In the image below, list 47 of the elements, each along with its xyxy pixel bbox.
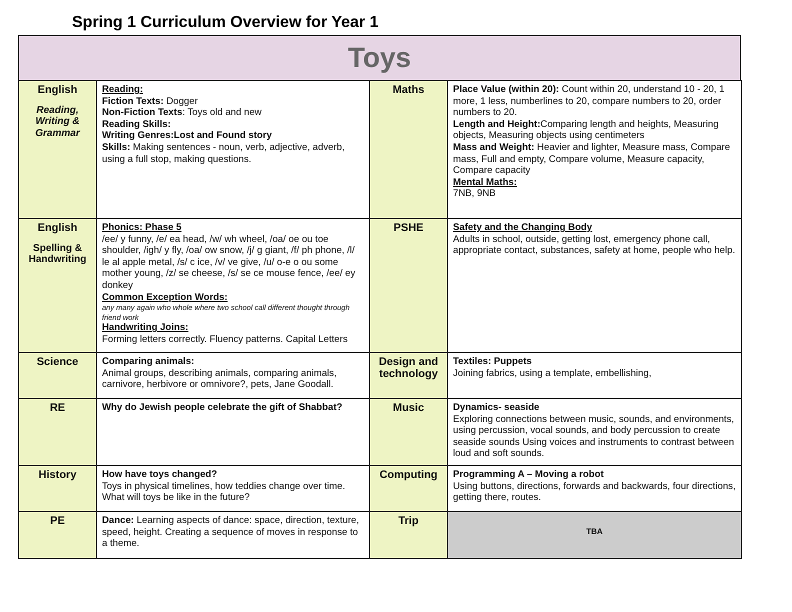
body-text: Using buttons, directions, forwards and backwards, four directions, getting there, routes. xyxy=(453,480,736,504)
section-heading: Programming A – Moving a robot xyxy=(453,469,605,481)
body-text: Animal groups, describing animals, comparing animals, carnivore, herbivore or omnivore?, pets, Jane Goodall. xyxy=(102,368,338,391)
section-heading: Reading: xyxy=(102,84,144,96)
section-heading: Safety and the Changing Body xyxy=(453,222,594,234)
section-heading: Comparing animals: xyxy=(102,356,196,368)
subject-name: PE xyxy=(49,516,66,528)
body-text: Adults in school, outside, getting lost, emergency phone call, appropriate contact, substances, safety at home, people who help. xyxy=(453,234,736,257)
subject-name: RE xyxy=(48,403,66,415)
subject-name: Science xyxy=(36,357,80,369)
body-text: Toys in physical timelines, how teddies change over time. What will toys be like in the future? xyxy=(102,480,346,504)
subject-subtitle: Reading, Writing & Grammar xyxy=(34,104,82,140)
section-heading: Why do Jewish people celebrate the gift of Shabbat? xyxy=(102,402,344,414)
body-text: Skills: Making sentences - noun, verb, adjective, adverb, using a full stop, making questions. xyxy=(102,142,346,166)
body-text: Non-Fiction Texts: Toys old and new xyxy=(102,107,263,119)
section-heading: Reading Skills: xyxy=(102,118,172,130)
body-text: /ee/ y funny, /e/ ea head, /w/ wh wheel, /oa/ oe ou toe shoulder, /igh/ y fly, /oa/ ow snow, /j/ g giant, /f/ ph phone, /l/ le al apple metal, /s/ c ice, /v/ ve give, /u/ o-e o ou some mother young, /z/ se cheese, /s/ se ce mouse fence, /ee/ ey donkey xyxy=(102,234,356,292)
section-heading: Writing Genres:Lost and Found story xyxy=(102,130,273,142)
section-heading: Handwriting Joins: xyxy=(102,322,190,334)
section-heading: Phonics: Phase 5 xyxy=(102,222,182,234)
subject-name: PSHE xyxy=(392,223,424,235)
section-heading: Textiles: Puppets xyxy=(453,356,533,368)
body-text: Fiction Texts: Dogger xyxy=(102,96,199,108)
subject-name: Computing xyxy=(378,470,439,482)
page-title: Spring 1 Curriculum Overview for Year 1 xyxy=(72,14,378,32)
body-text: Joining fabrics, using a template, embellishing, xyxy=(453,368,652,380)
body-text: Dance: Learning aspects of dance: space, direction, texture, speed, height. Creating a sequence of moves in response to a theme. xyxy=(102,515,360,550)
body-text: Forming letters correctly. Fluency patterns. Capital Letters xyxy=(102,334,349,346)
body-text: 7NB, 9NB xyxy=(453,188,497,200)
subject-name: Trip xyxy=(397,516,420,528)
subject-name: English xyxy=(36,223,78,235)
table-heading: Toys xyxy=(346,41,412,75)
subject-name: History xyxy=(38,470,78,482)
subject-subtitle: Spelling & Handwriting xyxy=(28,242,88,266)
subject-name: Maths xyxy=(392,85,426,97)
body-text: Length and Height:Comparing length and heights, Measuring objects, Measuring objects using centimeters xyxy=(453,118,720,142)
subject-name: Music xyxy=(392,403,426,415)
section-heading: How have toys changed? xyxy=(102,469,218,481)
section-heading: Mental Maths: xyxy=(453,176,518,188)
section-heading: Common Exception Words: xyxy=(102,292,229,304)
subject-name: Design and technology xyxy=(378,357,440,380)
body-text: Place Value (within 20): Count within 20, understand 10 - 20, 1 more, 1 less, numberlines to 20, compare numbers to 20, order numbers to 20. xyxy=(453,84,726,119)
body-text: Exploring connections between music, sounds, and environments, using percussion, vocal sounds, and body percussion to create seaside sounds Using voices and instruments to contrast between loud and soft sounds. xyxy=(453,414,736,460)
subject-name: English xyxy=(36,85,78,97)
status-text: TBA xyxy=(585,526,604,538)
section-heading: Dynamics- seaside xyxy=(453,402,540,414)
body-text: Mass and Weight: Heavier and lighter, Measure mass, Compare mass, Full and empty, Compare volume, Measure capacity, Compare capacity xyxy=(453,142,732,177)
